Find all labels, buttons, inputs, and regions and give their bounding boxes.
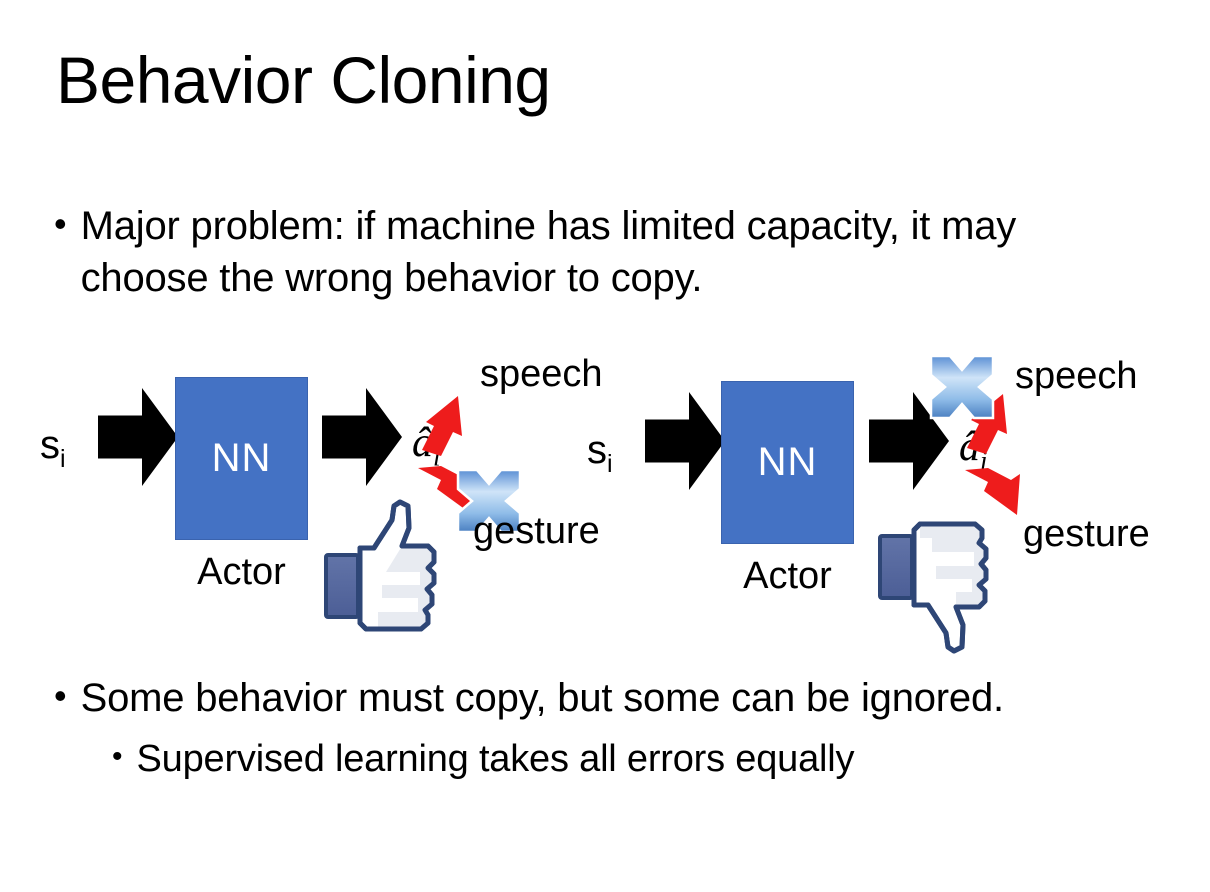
bullet-item-2: • Some behavior must copy, but some can … <box>54 672 1164 724</box>
blue-cross-icon-speech-right <box>929 354 995 420</box>
blue-cross-icon-gesture-left <box>456 468 522 534</box>
diagram-left-graphics <box>324 396 522 632</box>
bullet-text: Major problem: if machine has limited ca… <box>80 204 1017 300</box>
diagram-behavior-cloning-wrong: si NN Actor âi <box>575 340 1195 654</box>
nn-box-label: NN <box>757 440 818 484</box>
thumbs-up-icon-left <box>324 499 437 632</box>
page-title: Behavior Cloning <box>56 43 551 117</box>
diagram-behavior-cloning-correct: si NN Actor âi <box>30 340 620 640</box>
action-label-left: âi <box>412 420 441 472</box>
nn-box-right: NN <box>721 381 854 544</box>
output-label-gesture-right: gesture <box>1023 513 1150 555</box>
output-label-speech-right: speech <box>1015 355 1138 397</box>
red-arrow-gesture-right <box>965 468 1020 515</box>
red-arrow-speech-right <box>967 394 1007 454</box>
state-label-left: si <box>40 423 66 473</box>
bullet-item-1: • Major problem: if machine has limited … <box>54 200 1114 304</box>
actor-caption-right: Actor <box>743 555 832 597</box>
bullet-text: Supervised learning takes all errors equ… <box>136 738 855 780</box>
actor-caption-left: Actor <box>197 551 286 593</box>
output-label-gesture-left: gesture <box>473 510 600 552</box>
bullet-marker: • <box>54 675 67 716</box>
nn-box-left: NN <box>175 377 308 540</box>
nn-box-label: NN <box>211 436 272 480</box>
bullet-marker: • <box>54 203 67 244</box>
thumbs-down-icon-right <box>878 521 989 654</box>
output-label-speech-left: speech <box>480 353 603 395</box>
red-arrow-speech-left <box>422 396 462 456</box>
bullet-item-3: • Supervised learning takes all errors e… <box>112 735 1162 784</box>
bullet-text: Some behavior must copy, but some can be… <box>80 676 1005 720</box>
diagram-right-graphics <box>878 354 1020 654</box>
state-label-right: si <box>587 428 613 478</box>
bullet-marker: • <box>112 740 123 773</box>
